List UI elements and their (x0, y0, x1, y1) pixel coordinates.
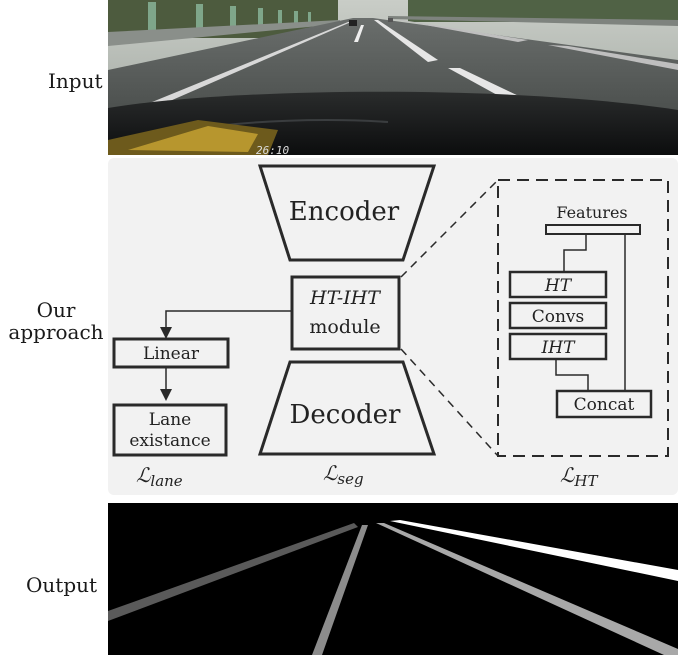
approach-row-label: Our approach (4, 299, 108, 343)
lane-right-light (376, 523, 678, 655)
linear-label: Linear (143, 344, 200, 364)
loss-ht-label: ℒHT (560, 463, 598, 490)
loss-lane-subscript: lane (150, 472, 182, 490)
camera-timestamp: 26:10 (256, 144, 289, 155)
iht-block (508, 332, 608, 361)
lane-existance-block (112, 403, 228, 457)
loss-seg-subscript: seg (337, 470, 363, 488)
iht-to-concat-line (555, 359, 589, 391)
input-row-label: Input (48, 69, 103, 93)
encoder-label: Encoder (289, 197, 400, 227)
features-label: Features (556, 203, 627, 222)
output-segmentation-image (108, 503, 678, 655)
encoder-block (257, 164, 437, 262)
ht-block (508, 270, 608, 299)
concat-label: Concat (574, 395, 635, 415)
lane-right-white (390, 520, 678, 581)
ht-iht-module-label-line1: HT-IHT (309, 287, 381, 309)
linear-block (112, 337, 230, 369)
approach-diagram-panel: Encoder HT-IHT module Decoder Linear Lan… (108, 158, 678, 495)
decoder-label: Decoder (290, 400, 401, 430)
iht-label: IHT (541, 338, 577, 358)
lane-existance-label-line1: Lane (149, 410, 191, 430)
loss-seg-label: ℒseg (323, 461, 364, 488)
concat-block (555, 389, 653, 419)
input-camera-image: 26:10 (108, 0, 678, 155)
loss-lane-symbol: ℒ (136, 463, 151, 487)
loss-lane-label: ℒlane (136, 463, 183, 490)
features-to-ht-line (563, 234, 587, 272)
ht-iht-module-block (290, 275, 401, 351)
ht-label: HT (544, 276, 573, 296)
module-to-linear-arrow (160, 310, 292, 339)
output-row-label: Output (26, 573, 98, 597)
lane-center-gray (312, 525, 368, 655)
loss-ht-subscript: HT (573, 472, 598, 490)
features-bar (545, 224, 641, 235)
zoom-connector-bottom (400, 348, 499, 457)
convs-label: Convs (532, 307, 585, 327)
lane-existance-label-line2: existance (129, 431, 210, 451)
lane-left-dark (108, 523, 358, 621)
ht-iht-module-label-line2: module (309, 316, 380, 338)
loss-seg-symbol: ℒ (323, 461, 338, 485)
decoder-block (257, 360, 437, 456)
loss-ht-symbol: ℒ (560, 463, 575, 487)
zoom-connector-top (400, 179, 499, 278)
approach-label-line2: approach (8, 320, 104, 344)
convs-block (508, 301, 608, 330)
approach-label-line1: Our (36, 298, 76, 322)
module-detail-box (497, 179, 669, 457)
